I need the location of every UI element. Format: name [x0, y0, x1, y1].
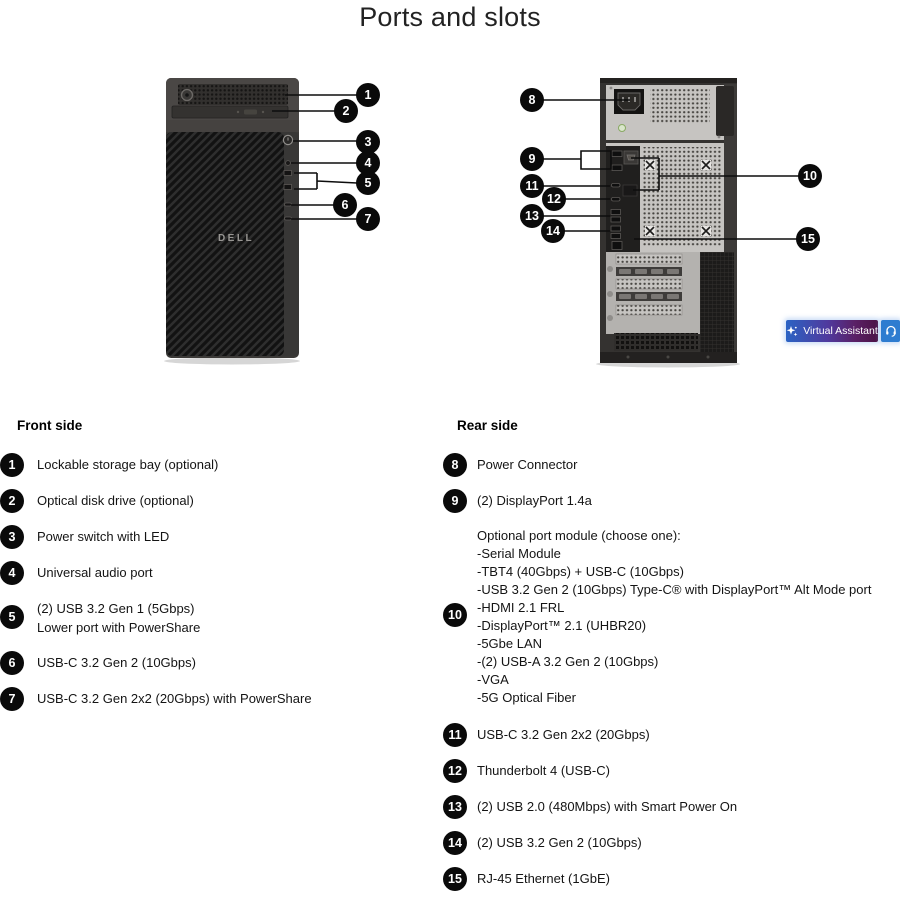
psu-panel [606, 85, 734, 140]
front-tower: DELL [164, 78, 300, 365]
callout-badge-7: 7 [356, 207, 380, 231]
callout-lines [272, 94, 799, 240]
optical-drive [171, 105, 289, 119]
rear-item-15-badge: 15 [443, 867, 467, 891]
rear-item-11-label: USB-C 3.2 Gen 2x2 (20Gbps) [477, 727, 650, 742]
rear-item-10-line: -TBT4 (40Gbps) + USB-C (10Gbps) [477, 564, 684, 579]
front-item-2-label: Optical disk drive (optional) [37, 493, 194, 508]
page-title: Ports and slots [359, 2, 541, 32]
rear-item-10-line: -5G Optical Fiber [477, 690, 576, 705]
rear-item-10-lines: Optional port module (choose one): -Seri… [477, 527, 871, 707]
rear-item-10-line: -DisplayPort™ 2.1 (UHBR20) [477, 618, 647, 633]
rear-item-12-label: Thunderbolt 4 (USB-C) [477, 763, 610, 778]
front-item-5-line-2: Lower port with PowerShare [37, 620, 201, 635]
displayport [611, 164, 623, 171]
callout-badge-15: 15 [796, 227, 820, 251]
front-item-7-label: USB-C 3.2 Gen 2x2 (20Gbps) with PowerSha… [37, 691, 312, 706]
audio-port [285, 160, 291, 166]
callout-badge-13: 13 [520, 204, 544, 228]
vent-screws [645, 160, 711, 236]
callout-badge-11: 11 [520, 174, 544, 198]
rear-item-8-badge: 8 [443, 453, 467, 477]
usb-a-port [610, 209, 621, 215]
callout-badge-9: 9 [520, 147, 544, 171]
rear-item-10-line: -Serial Module [477, 546, 561, 561]
thunderbolt-port [611, 197, 621, 202]
callout-badge-14: 14 [541, 219, 565, 243]
rear-item-10-badge: 10 [443, 603, 467, 627]
front-side-heading: Front side [17, 418, 83, 433]
front-item-2-badge: 2 [0, 489, 24, 513]
headset-icon [885, 325, 896, 337]
dell-logo: DELL [218, 233, 254, 244]
usb-a-port [610, 233, 621, 239]
rear-item-10-line: -HDMI 2.1 FRL [477, 600, 565, 615]
front-item-4-label: Universal audio port [37, 565, 153, 580]
callout-badge-3: 3 [356, 130, 380, 154]
rear-item-14-label: (2) USB 3.2 Gen 2 (10Gbps) [477, 835, 642, 850]
front-item-7-badge: 7 [0, 687, 24, 711]
callout-badge-8: 8 [520, 88, 544, 112]
rear-item-9-badge: 9 [443, 489, 467, 513]
rear-item-8-label: Power Connector [477, 457, 578, 472]
front-item-6-badge: 6 [0, 651, 24, 675]
support-headset-button[interactable] [881, 320, 900, 342]
rear-item-13-badge: 13 [443, 795, 467, 819]
callout-badge-5: 5 [356, 171, 380, 195]
callout-line-9 [543, 150, 612, 170]
rear-item-9-label: (2) DisplayPort 1.4a [477, 493, 592, 508]
usb-c-port [284, 216, 292, 221]
rear-item-10-line: -5Gbe LAN [477, 636, 543, 651]
sparkle-icon [786, 326, 798, 337]
expansion-slots [606, 252, 702, 334]
rear-item-11-badge: 11 [443, 723, 467, 747]
displayport [611, 150, 623, 157]
callout-badge-12: 12 [542, 187, 566, 211]
front-item-6-label: USB-C 3.2 Gen 2 (10Gbps) [37, 655, 196, 670]
rear-item-10-line: -VGA [477, 672, 509, 687]
front-item-5-badge: 5 [0, 605, 24, 629]
usb-a-port [610, 225, 621, 232]
usb-a-port [610, 216, 621, 223]
rear-item-14-badge: 14 [443, 831, 467, 855]
callout-badge-6: 6 [333, 193, 357, 217]
rear-tower [596, 78, 740, 368]
usb-a-port [283, 184, 292, 190]
front-item-1-badge: 1 [0, 453, 24, 477]
front-item-1-label: Lockable storage bay (optional) [37, 457, 219, 472]
front-grille [178, 84, 288, 105]
front-item-5-label: (2) USB 3.2 Gen 1 (5Gbps) Lower port wit… [37, 599, 200, 637]
callout-badge-2: 2 [334, 99, 358, 123]
towers-illustration: DELL [164, 78, 799, 368]
front-item-3-label: Power switch with LED [37, 529, 170, 544]
rear-item-10-line: Optional port module (choose one): [477, 528, 681, 543]
rear-item-15-label: RJ-45 Ethernet (1GbE) [477, 871, 610, 886]
callout-badge-10: 10 [798, 164, 822, 188]
callout-badge-1: 1 [356, 83, 380, 107]
rear-item-10-line: -(2) USB-A 3.2 Gen 2 (10Gbps) [477, 654, 659, 669]
front-ports [282, 134, 294, 221]
callout-line-10 [631, 157, 799, 191]
rear-item-10-line: -USB 3.2 Gen 2 (10Gbps) Type-C® with Dis… [477, 582, 872, 597]
callout-line-5 [294, 172, 358, 190]
rear-side-heading: Rear side [457, 418, 518, 433]
usb-c-port [284, 202, 292, 207]
usb-c-port [611, 183, 621, 188]
psu-led [618, 124, 626, 132]
virtual-assistant-label: Virtual Assistant [803, 325, 878, 337]
rear-item-12-badge: 12 [443, 759, 467, 783]
rj45-port [611, 241, 623, 250]
front-hatch-panel [166, 132, 284, 356]
front-item-3-badge: 3 [0, 525, 24, 549]
rear-item-13-label: (2) USB 2.0 (480Mbps) with Smart Power O… [477, 799, 738, 814]
front-item-5-line-1: (2) USB 3.2 Gen 1 (5Gbps) [37, 601, 195, 616]
rear-mesh-panel [700, 252, 734, 352]
front-item-4-badge: 4 [0, 561, 24, 585]
virtual-assistant-button[interactable]: Virtual Assistant [786, 320, 878, 342]
bottom-vent [614, 333, 698, 351]
rear-io-panel [606, 143, 724, 260]
usb-a-port [283, 170, 292, 176]
